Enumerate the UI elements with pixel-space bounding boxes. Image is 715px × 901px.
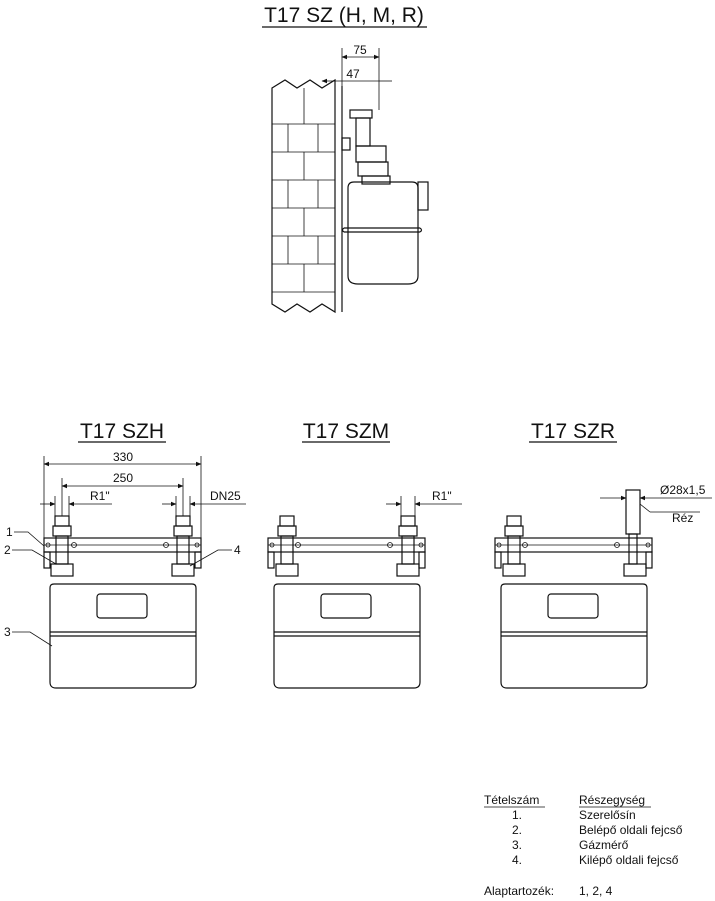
- callout-3: 3: [4, 625, 11, 639]
- legend-row-name: Belépő oldali fejcső: [579, 823, 683, 837]
- szr-dim-pipe: Ø28x1,5: [660, 483, 706, 497]
- szh-title: T17 SZH: [80, 420, 164, 443]
- legend-row-num: 4.: [512, 853, 522, 867]
- szh-view: T17 SZH 330 250 R1" DN25: [4, 420, 246, 689]
- szr-view: T17 SZR Ø28x1,5 Réz: [494, 420, 712, 689]
- dim-47: 47: [346, 67, 360, 81]
- legend-row-name: Szerelősín: [579, 808, 636, 822]
- legend-col2-header: Részegység: [579, 793, 645, 807]
- szh-dim-r1: R1": [90, 489, 110, 503]
- legend-row-name: Gázmérő: [579, 838, 629, 852]
- callout-2: 2: [4, 543, 11, 557]
- callout-1: 1: [6, 525, 13, 539]
- accessories-value: 1, 2, 4: [579, 884, 613, 898]
- parts-legend: Tételszám Részegység 1. Szerelősín 2. Be…: [484, 793, 683, 898]
- szm-title: T17 SZM: [303, 420, 389, 443]
- szh-dim-250: 250: [113, 471, 133, 485]
- szh-dim-dn25: DN25: [210, 489, 241, 503]
- dim-75: 75: [353, 43, 367, 57]
- szr-title: T17 SZR: [531, 420, 615, 443]
- legend-row-num: 2.: [512, 823, 522, 837]
- brick-wall: [271, 78, 336, 314]
- szr-dim-material: Réz: [672, 511, 693, 525]
- legend-row-name: Kilépő oldali fejcső: [579, 853, 679, 867]
- top-side-view: T17 SZ (H, M, R): [262, 4, 429, 314]
- szm-view: T17 SZM R1": [267, 420, 462, 689]
- szh-dim-330: 330: [113, 450, 133, 464]
- szm-dim-r1: R1": [432, 489, 452, 503]
- callout-4: 4: [234, 543, 241, 557]
- legend-col1-header: Tételszám: [484, 793, 539, 807]
- main-title: T17 SZ (H, M, R): [264, 4, 424, 27]
- accessories-label: Alaptartozék:: [484, 884, 554, 898]
- legend-row-num: 1.: [512, 808, 522, 822]
- legend-row-num: 3.: [512, 838, 522, 852]
